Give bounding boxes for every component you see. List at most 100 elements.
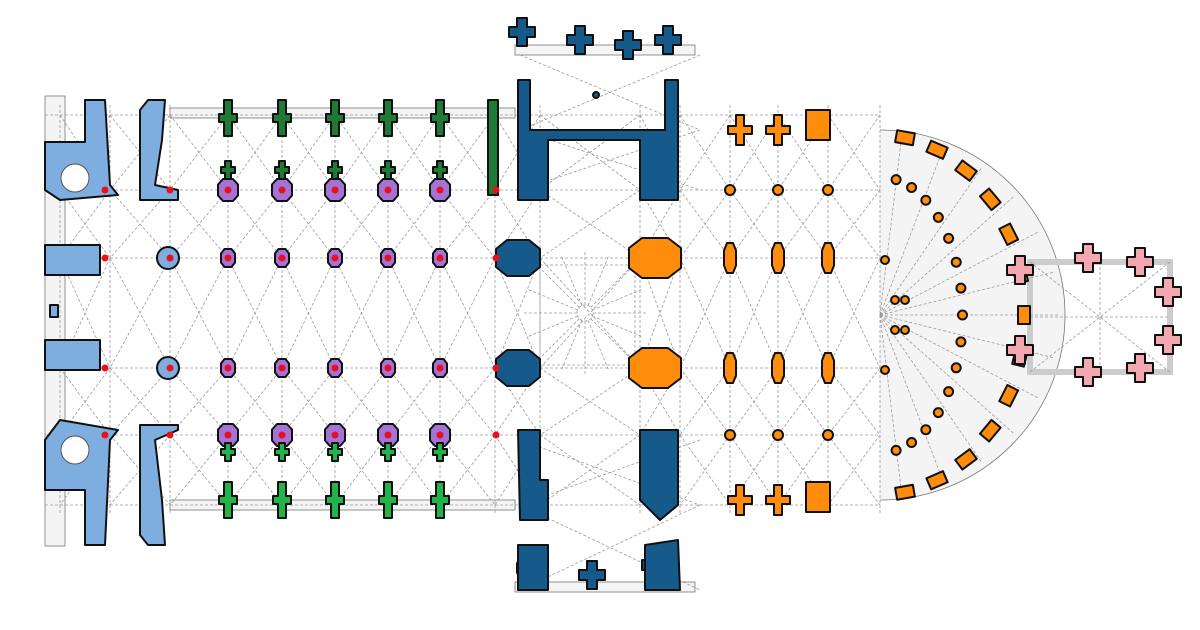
- vault-rib: [879, 314, 983, 464]
- vault-rib: [387, 189, 441, 259]
- vault-rib: [387, 367, 441, 436]
- south-buttress: [272, 481, 292, 519]
- apse-column: [932, 407, 944, 419]
- choir-buttress: [727, 114, 753, 146]
- apse-buttress: [1017, 305, 1031, 325]
- south-aisle-pier: [274, 442, 290, 462]
- vault-rib: [827, 434, 881, 506]
- north-transept-buttress: [614, 30, 642, 60]
- vault-rib: [592, 288, 643, 311]
- marker-dot: [436, 254, 444, 262]
- vault-rib: [527, 315, 578, 338]
- marker-dot: [331, 186, 339, 194]
- vault-rib: [439, 114, 496, 191]
- marker-dot: [278, 186, 286, 194]
- vault-rib: [281, 434, 336, 506]
- vault-rib: [169, 434, 229, 506]
- axial-chapel-buttress: [1154, 325, 1182, 355]
- north-buttress: [218, 99, 238, 137]
- vault-rib: [879, 314, 945, 484]
- vault-rib: [227, 367, 283, 436]
- apse-column: [950, 362, 962, 374]
- north-stair-icon: [60, 163, 90, 193]
- vault-rib: [439, 367, 496, 436]
- south-buttress: [430, 481, 450, 519]
- vault-rib: [879, 166, 983, 316]
- vault-rib: [387, 434, 441, 506]
- apse-column: [943, 232, 955, 244]
- vault-rib: [334, 114, 389, 191]
- marker-dot: [384, 431, 392, 439]
- vault-rib: [227, 257, 283, 369]
- vault-rib: [281, 189, 336, 259]
- west-portal-pier: [49, 304, 59, 318]
- stair-turret: [805, 481, 831, 513]
- apse-buttress: [925, 470, 949, 491]
- vault-rib: [494, 367, 541, 436]
- south-west-buttress: [139, 424, 179, 546]
- apse-buttress: [998, 222, 1020, 246]
- marker-dot: [166, 431, 174, 439]
- choir-pier: [821, 242, 835, 274]
- vault-rib: [639, 367, 681, 436]
- vault-rib: [540, 318, 580, 358]
- south-aisle-pier: [220, 442, 236, 462]
- vault-rib: [879, 314, 903, 494]
- crossing-boss: [576, 304, 594, 322]
- north-end-wall: [487, 99, 499, 196]
- vault-rib: [169, 257, 229, 369]
- choir-pier: [821, 352, 835, 384]
- vault-rib: [169, 114, 229, 191]
- vault-rib: [519, 504, 701, 591]
- transept-boss: [592, 91, 600, 99]
- vault-rib: [109, 114, 171, 191]
- north-buttress: [378, 99, 398, 137]
- crossing-square: [539, 264, 636, 366]
- vault-rib: [587, 320, 610, 371]
- choir-pier: [771, 352, 785, 384]
- vault-rib: [539, 367, 641, 436]
- vault-rib: [592, 315, 643, 338]
- south-buttress: [378, 481, 398, 519]
- vault-rib: [639, 367, 681, 436]
- apse-buttress: [894, 483, 916, 501]
- west-portal-pier: [44, 339, 101, 371]
- apse-buttress: [998, 384, 1020, 408]
- vault-rib: [879, 146, 945, 316]
- vault-rib: [494, 434, 541, 506]
- vault-rib: [439, 367, 496, 436]
- axial-chapel-buttress: [1074, 357, 1102, 387]
- marker-dot: [224, 254, 232, 262]
- choir-column: [772, 429, 784, 441]
- vault-rib: [334, 257, 389, 369]
- marker-dot: [224, 186, 232, 194]
- vault-rib: [679, 367, 731, 436]
- axial-chapel-buttress: [1154, 277, 1182, 307]
- marker-dot: [384, 186, 392, 194]
- vault-rib: [777, 367, 829, 436]
- vault-rib: [439, 257, 496, 369]
- vault-rib: [334, 434, 389, 506]
- north-aisle-pier: [274, 160, 290, 180]
- vault-rib: [387, 434, 441, 506]
- north-buttress: [325, 99, 345, 137]
- vault-rib: [539, 189, 641, 259]
- vault-rib: [879, 314, 1015, 435]
- vault-rib: [439, 189, 496, 259]
- hemicycle-column: [890, 325, 900, 335]
- choir-column: [822, 429, 834, 441]
- vault-rib: [729, 189, 779, 259]
- apse-buttress: [978, 187, 1002, 212]
- marker-dot: [278, 364, 286, 372]
- crossing-west-pier: [495, 239, 541, 277]
- vault-rib: [334, 189, 389, 259]
- vault-rib: [59, 434, 111, 506]
- vault-rib: [679, 257, 731, 369]
- vault-rib: [334, 434, 389, 506]
- vault-rib: [227, 114, 283, 191]
- marker-dot: [101, 431, 109, 439]
- vault-rib: [827, 367, 881, 436]
- north-buttress: [272, 99, 292, 137]
- apse-column: [890, 444, 902, 456]
- vault-rib: [679, 114, 731, 191]
